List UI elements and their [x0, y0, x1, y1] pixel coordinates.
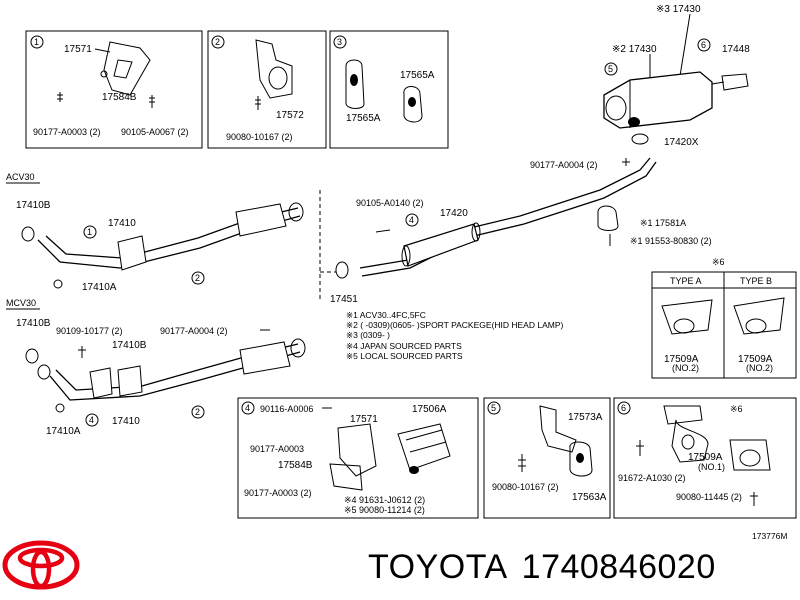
callout-2-mcv30: 2: [195, 407, 200, 417]
label-17581a: ※1 17581A: [640, 218, 686, 228]
type-box-mark: ※6: [712, 257, 725, 267]
box-4-label-90080: ※5 90080-11214 (2): [344, 505, 425, 515]
box-3: 3 17565A 17565A: [329, 30, 449, 149]
mcv30-label-17410: 17410: [112, 416, 140, 427]
callout-4-mcv30: 4: [89, 415, 94, 425]
note-5: ※5 LOCAL SOURCED PARTS: [346, 351, 463, 361]
mcv30-label-17410b-a: 17410B: [16, 318, 51, 329]
label-muffler-2: ※2 17430: [612, 44, 657, 55]
mcv30-label-90177: 90177-A0004 (2): [160, 326, 228, 336]
box-4-label-91631: ※4 91631-J0612 (2): [344, 495, 425, 505]
box-3-number: 3: [337, 37, 342, 47]
box-6-mark: ※6: [730, 404, 743, 414]
label-gasket-17420x: 17420X: [664, 137, 699, 148]
acv30-section: ACV30 17410B 17410 17410A 1 2: [6, 172, 304, 293]
box-6: 6 ※6 17509A (NO.1) 91672-A1030 (2) 90080…: [613, 397, 797, 519]
brand-line: TOYOTA 1740846020: [368, 548, 716, 587]
center-pipe: 90105-A0140 (2) 17420 17451 4: [319, 157, 657, 305]
box-6-label-17509a: 17509A: [688, 452, 723, 463]
box-2: 2 17572 90080-10167 (2): [207, 30, 327, 149]
acv30-label-17410a: 17410A: [82, 282, 117, 293]
callout-5-muffler: 5: [608, 64, 613, 74]
box-2-label-bolt: 90080-10167 (2): [226, 132, 293, 142]
label-91553: ※1 91553-80830 (2): [630, 236, 712, 246]
box-4-number: 4: [245, 403, 250, 413]
note-2: ※2 ( -0309)(0605- )SPORT PACKEGE(HID HEA…: [346, 320, 563, 330]
callout-6-muffler: 6: [701, 40, 706, 50]
box-6-number: 6: [621, 403, 626, 413]
type-a-no: (NO.2): [672, 363, 699, 373]
mcv30-label-17410a: 17410A: [46, 426, 81, 437]
box-3-label-a: 17565A: [400, 70, 435, 81]
box-2-number: 2: [215, 37, 220, 47]
box-5-label-17563a: 17563A: [572, 492, 607, 503]
label-tail-pipe: 17448: [722, 44, 750, 55]
callout-3-center: 4: [409, 215, 414, 225]
brand-name: TOYOTA: [368, 548, 508, 586]
callout-2-acv30: 2: [195, 273, 200, 283]
mcv30-label-90109: 90109-10177 (2): [56, 326, 123, 336]
box-5-label-90080: 90080-10167 (2): [492, 482, 559, 492]
box-1-label-17584b: 17584B: [102, 92, 137, 103]
label-17451: 17451: [330, 294, 358, 305]
box-1-label-17571: 17571: [64, 44, 92, 55]
label-17420: 17420: [440, 208, 468, 219]
box-5-number: 5: [491, 403, 496, 413]
box-6-label-91672: 91672-A1030 (2): [618, 473, 686, 483]
mcv30-section: MCV30 17410B 90109-10177 (2) 17410B 9017…: [6, 298, 306, 437]
part-number: 1740846020: [521, 548, 716, 586]
box-1-number: 1: [34, 37, 39, 47]
box-4: 4 90116-A0006 17571 17506A 90177-A0003 1…: [237, 397, 479, 519]
label-muffler-3: ※3 17430: [656, 4, 701, 15]
toyota-logo: [2, 540, 80, 590]
type-a-part: 17509A: [664, 354, 699, 365]
acv30-label-17410: 17410: [108, 218, 136, 229]
type-box: ※6 TYPE A TYPE B 17509A (NO.2) 17509A (N…: [651, 257, 797, 379]
box-5: 5 17573A 90080-10167 (2) 17563A: [483, 397, 611, 519]
acv30-label-17410b: 17410B: [16, 200, 51, 211]
mcv30-tag: MCV30: [6, 298, 36, 308]
box-1-label-bolt-a: 90177-A0003 (2): [33, 127, 101, 137]
box-3-label-b: 17565A: [346, 113, 381, 124]
notes: ※1 ACV30..4FC,5FC ※2 ( -0309)(0605- )SPO…: [346, 310, 563, 361]
box-4-label-90177-a: 90177-A0003: [250, 444, 304, 454]
label-90105-a0140: 90105-A0140 (2): [356, 198, 424, 208]
type-b-label: TYPE B: [740, 276, 772, 286]
box-4-label-17571: 17571: [350, 414, 378, 425]
label-bolt-90177-a0004: 90177-A0004 (2): [530, 160, 598, 170]
box-4-label-17506a: 17506A: [412, 404, 447, 415]
note-1: ※1 ACV30..4FC,5FC: [346, 310, 426, 320]
type-a-label: TYPE A: [670, 276, 702, 286]
box-6-label-90080: 90080-11445 (2): [676, 492, 742, 502]
box-6-label-no1: (NO.1): [698, 462, 725, 472]
mcv30-label-17410b-b: 17410B: [112, 340, 147, 351]
box-2-label-17572: 17572: [276, 110, 304, 121]
box-4-label-90177-b: 90177-A0003 (2): [244, 488, 312, 498]
box-5-label-17573a: 17573A: [568, 412, 603, 423]
box-1-label-bolt-b: 90105-A0067 (2): [121, 127, 189, 137]
muffler-assembly: ※3 17430 ※2 17430 17448 6 5 17420X 90177…: [530, 4, 750, 246]
diagram-code: 173776M: [752, 531, 787, 541]
box-4-label-90116: 90116-A0006: [260, 404, 313, 414]
box-1: 1 17571 17584B 90177-A0003 (2) 90105-A00…: [25, 30, 203, 149]
type-b-part: 17509A: [738, 354, 773, 365]
note-3: ※3 (0309- ): [346, 330, 390, 340]
box-4-label-17584b: 17584B: [278, 460, 313, 471]
note-4: ※4 JAPAN SOURCED PARTS: [346, 341, 462, 351]
callout-1-acv30: 1: [87, 227, 92, 237]
type-b-no: (NO.2): [746, 363, 773, 373]
acv30-tag: ACV30: [6, 172, 35, 182]
